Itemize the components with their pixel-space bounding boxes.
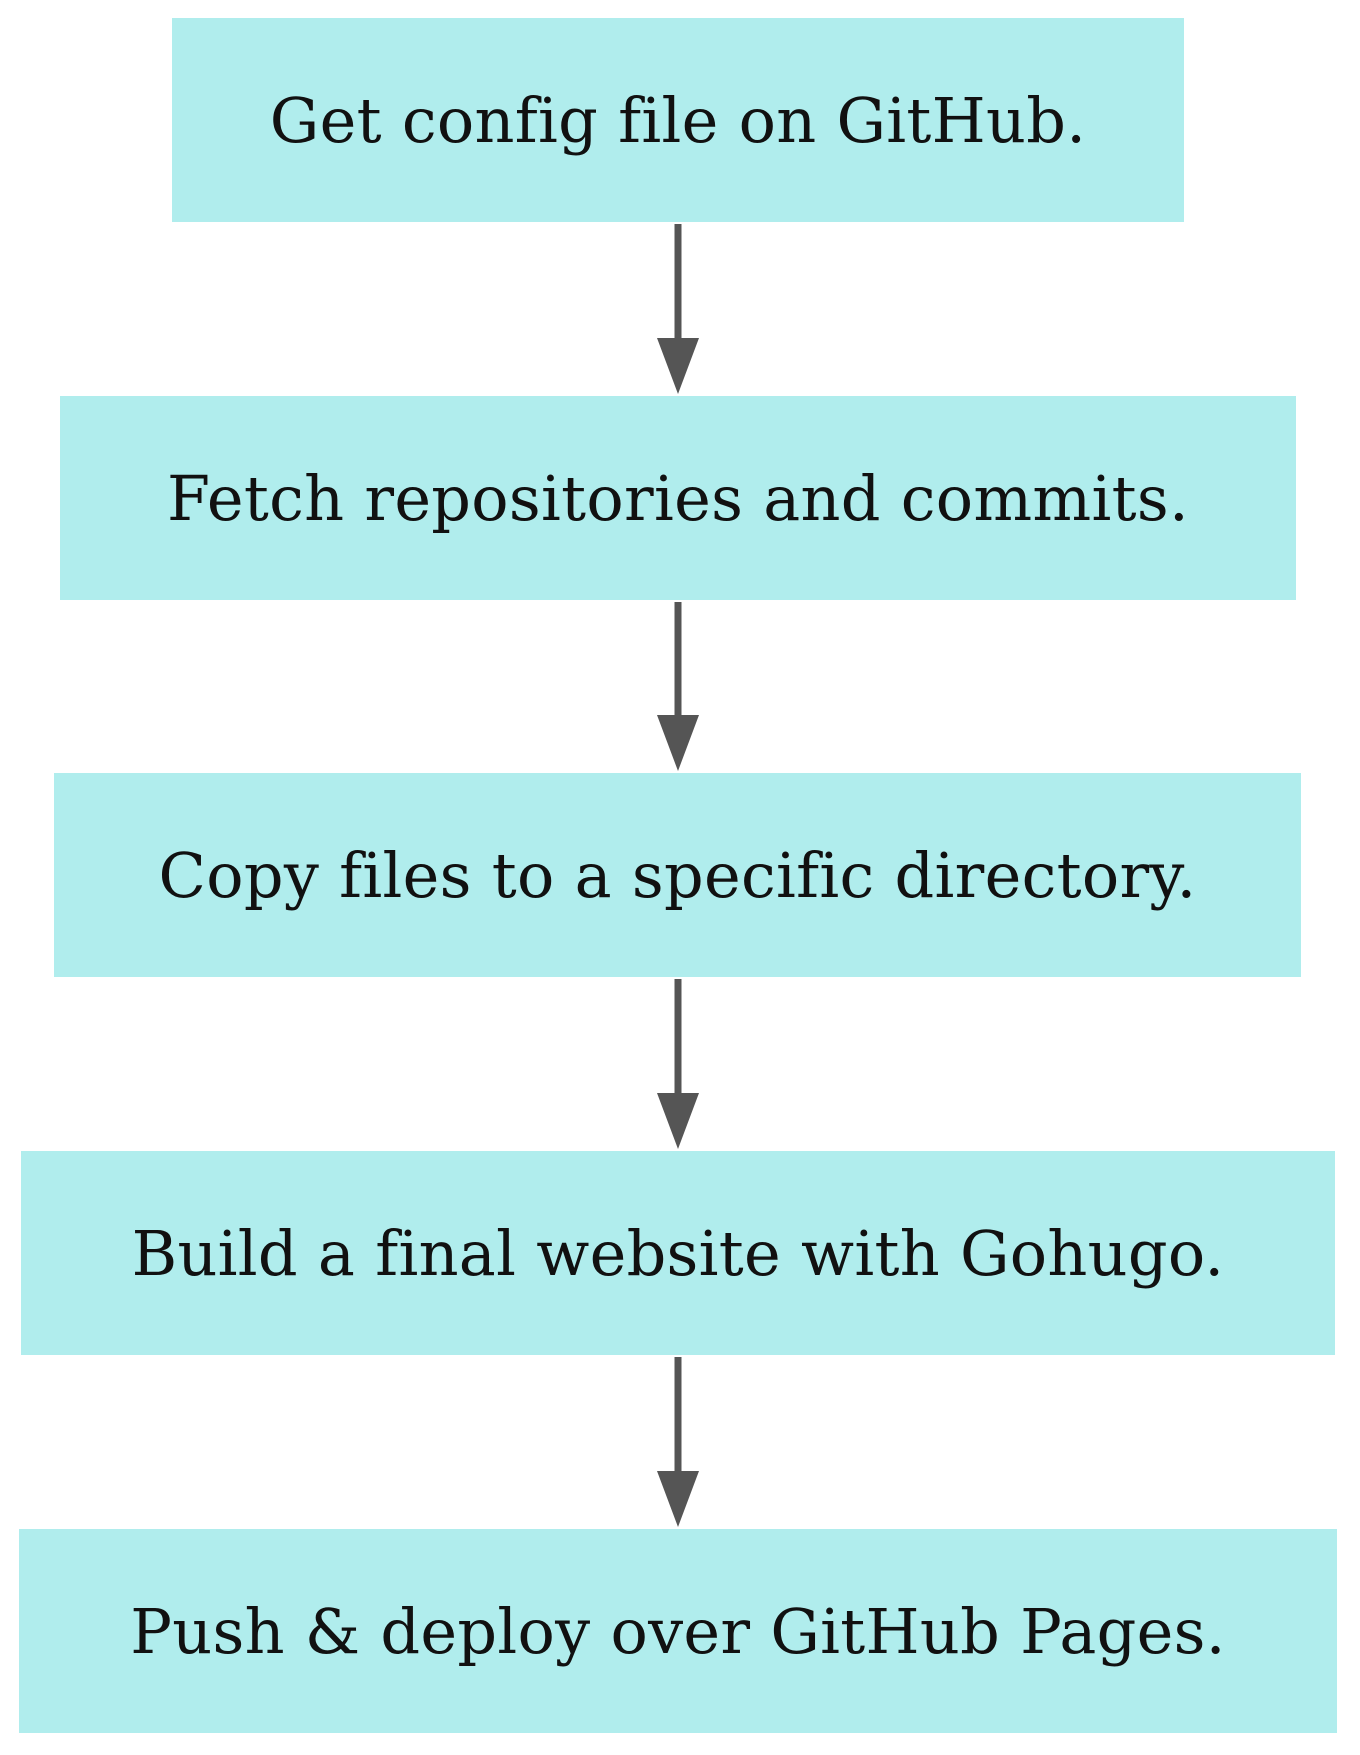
arrow-head-4: [657, 1471, 699, 1527]
arrow-head-2: [657, 715, 699, 771]
step-fetch-repositories-label: Fetch repositories and commits.: [166, 461, 1189, 535]
step-push-deploy-label: Push & deploy over GitHub Pages.: [130, 1594, 1226, 1668]
step-copy-files-node: Copy files to a specific directory.: [54, 773, 1301, 977]
arrow-head-3: [657, 1093, 699, 1149]
step-push-deploy-node: Push & deploy over GitHub Pages.: [19, 1529, 1337, 1733]
arrow-head-1: [657, 338, 699, 394]
step-get-config-label: Get config file on GitHub.: [269, 83, 1087, 157]
step-copy-files-label: Copy files to a specific directory.: [158, 838, 1197, 912]
step-get-config-node: Get config file on GitHub.: [172, 18, 1184, 222]
step-fetch-repositories-node: Fetch repositories and commits.: [60, 396, 1296, 600]
step-build-website-label: Build a final website with Gohugo.: [131, 1216, 1225, 1290]
step-build-website-node: Build a final website with Gohugo.: [21, 1151, 1335, 1355]
